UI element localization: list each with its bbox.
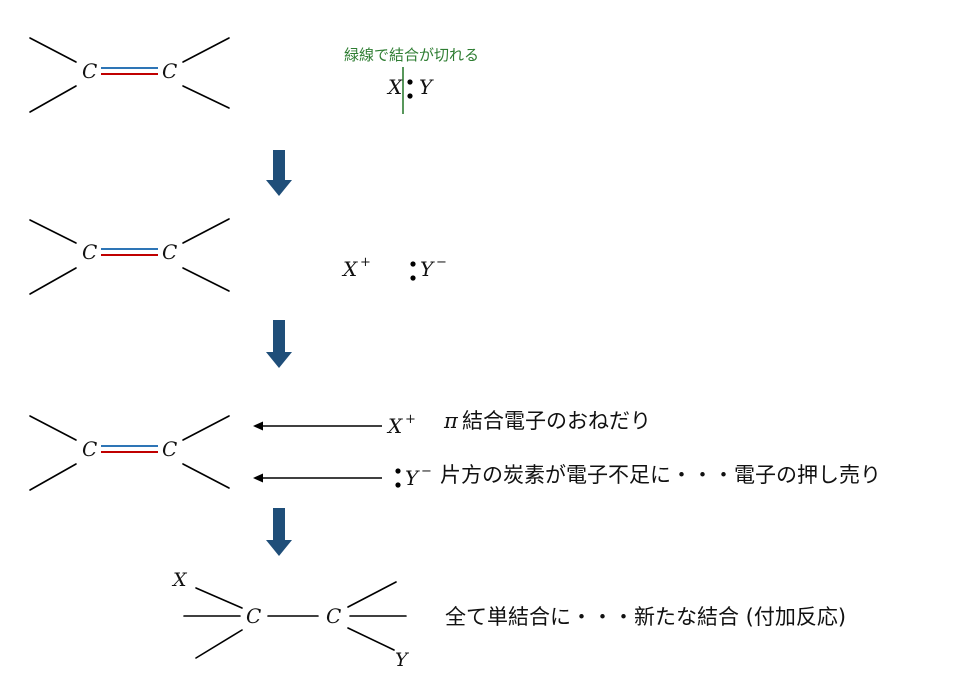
stage3-plus-charge: + bbox=[405, 412, 416, 427]
stage1-y-atom: Y bbox=[419, 75, 434, 99]
stage4-carbon-right: C bbox=[326, 604, 341, 628]
stage4-y-atom: Y bbox=[395, 649, 410, 671]
stage4-bond-left-lower bbox=[195, 629, 243, 659]
stage2-bond-left-lower bbox=[29, 267, 77, 295]
stage2-alkene: C C bbox=[29, 218, 230, 295]
stage3-text1: 結合電子のおねだり bbox=[462, 409, 651, 433]
stage2-carbon-right: C bbox=[162, 240, 177, 264]
stage3-y-anion: Y bbox=[405, 466, 420, 490]
stage4-text: 全て単結合に・・・新たな結合 (付加反応) bbox=[445, 605, 846, 629]
stage3-arrowhead-x-plus bbox=[253, 421, 263, 431]
stage4-product: X C C Y 全て単結合に・・・新たな結合 (付加反応) bbox=[171, 569, 846, 671]
stage1-electron-pair-dot-bottom bbox=[407, 93, 413, 99]
stage1-bond-left-upper bbox=[29, 37, 77, 63]
stage1-xy-molecule: 緑線で結合が切れる X Y bbox=[344, 46, 479, 114]
stage2-carbon-left: C bbox=[82, 240, 97, 264]
stage3-x-cation: X bbox=[386, 414, 403, 438]
stage3-pi-symbol: π bbox=[443, 409, 459, 433]
stage3-text2: 片方の炭素が電子不足に・・・電子の押し売り bbox=[440, 463, 881, 487]
stage2-bond-right-upper bbox=[182, 218, 230, 244]
stage3-bond-left-upper bbox=[29, 415, 77, 441]
stage2-ions: X + Y − bbox=[341, 255, 447, 281]
stage1-alkene: C C bbox=[29, 37, 230, 113]
stage3-nucleophile-attack: Y − 片方の炭素が電子不足に・・・電子の押し売り bbox=[253, 463, 881, 490]
stage4-carbon-left: C bbox=[246, 604, 261, 628]
stage3-arrowhead-y-minus bbox=[253, 473, 263, 483]
stage3-electron-pair-dot-bottom bbox=[395, 482, 401, 488]
stage2-minus-charge: − bbox=[436, 255, 447, 270]
stage1-note: 緑線で結合が切れる bbox=[344, 46, 479, 64]
stage4-bond-y bbox=[347, 627, 395, 651]
stage1-bond-right-lower bbox=[182, 85, 230, 109]
stage1-carbon-right: C bbox=[162, 59, 177, 83]
stage1-electron-pair-dot-top bbox=[407, 79, 413, 85]
stage1-bond-right-upper bbox=[182, 37, 230, 63]
reaction-arrow-3 bbox=[266, 508, 292, 556]
stage2-bond-left-upper bbox=[29, 219, 77, 244]
stage3-minus-charge: − bbox=[421, 464, 432, 479]
stage2-x-cation: X bbox=[341, 257, 358, 281]
stage3-carbon-right: C bbox=[162, 437, 177, 461]
stage3-carbon-left: C bbox=[82, 437, 97, 461]
stage2-electron-pair-dot-top bbox=[410, 261, 416, 267]
stage4-bond-right-upper bbox=[347, 581, 397, 608]
stage4-x-atom: X bbox=[171, 569, 188, 591]
stage3-bond-left-lower bbox=[29, 463, 77, 491]
stage3-alkene: C C bbox=[29, 415, 230, 491]
stage2-plus-charge: + bbox=[360, 255, 371, 270]
stage1-bond-left-lower bbox=[29, 85, 77, 113]
stage3-bond-right-lower bbox=[182, 463, 230, 489]
stage1-carbon-left: C bbox=[82, 59, 97, 83]
reaction-arrow-1 bbox=[266, 150, 292, 196]
stage1-x-atom: X bbox=[386, 75, 403, 99]
stage2-electron-pair-dot-bottom bbox=[410, 275, 416, 281]
stage4-bond-x bbox=[195, 587, 243, 609]
stage3-electron-pair-dot-top bbox=[395, 468, 401, 474]
stage3-electrophile-attack: X + π 結合電子のおねだり bbox=[253, 409, 651, 438]
stage2-bond-right-lower bbox=[182, 267, 230, 292]
stage2-y-anion: Y bbox=[420, 257, 435, 281]
stage3-bond-right-upper bbox=[182, 415, 230, 441]
reaction-arrow-2 bbox=[266, 320, 292, 368]
